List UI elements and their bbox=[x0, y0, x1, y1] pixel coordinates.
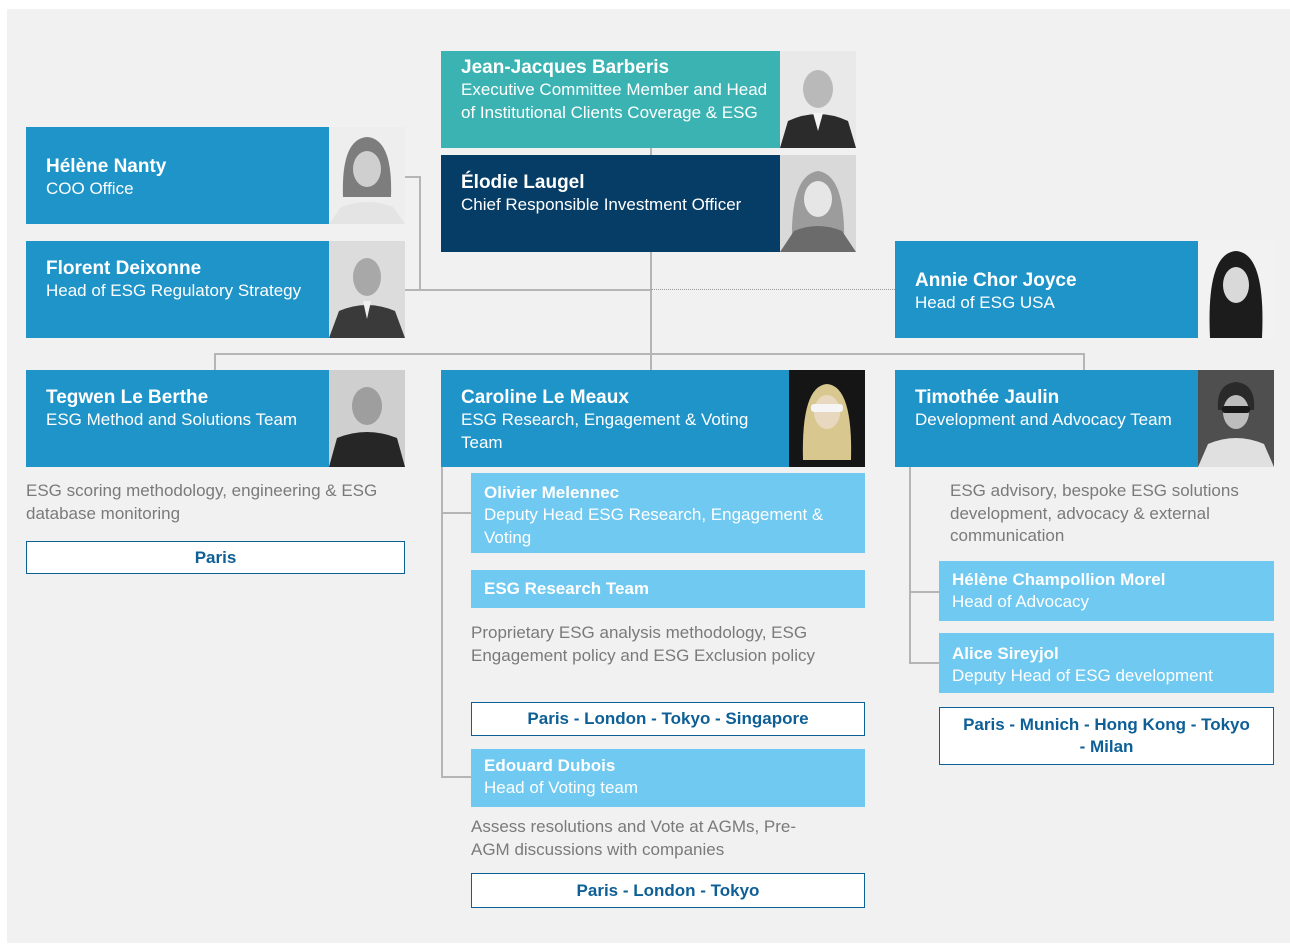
research-deputy-card: Olivier Melennec Deputy Head ESG Researc… bbox=[471, 473, 865, 553]
deputy-role: Deputy Head ESG Research, Engagement & V… bbox=[484, 505, 824, 547]
voting-locations: Paris - London - Tokyo bbox=[471, 873, 865, 908]
advocacy-member-card: Alice Sireyjol Deputy Head of ESG develo… bbox=[939, 633, 1274, 693]
connector-team-advocacy bbox=[1083, 353, 1085, 370]
connector-left-staff-horizontal bbox=[405, 289, 651, 291]
team-lead-name: Tegwen Le Berthe bbox=[46, 387, 209, 408]
member-name: Hélène Champollion Morel bbox=[952, 570, 1166, 589]
advocacy-member-card: Hélène Champollion Morel Head of Advocac… bbox=[939, 561, 1274, 621]
usa-card: Annie Chor Joyce Head of ESG USA bbox=[895, 241, 1274, 338]
member-role: Head of Advocacy bbox=[952, 592, 1090, 611]
connector-research-deputy bbox=[441, 512, 471, 514]
staff-card-regulatory: Florent Deixonne Head of ESG Regulatory … bbox=[26, 241, 405, 338]
team-method-description: ESG scoring methodology, engineering & E… bbox=[26, 481, 378, 523]
connector-team-method bbox=[214, 353, 216, 370]
staff-name: Florent Deixonne bbox=[46, 258, 202, 279]
usa-name: Annie Chor Joyce bbox=[915, 270, 1077, 291]
executive-card: Jean-Jacques Barberis Executive Committe… bbox=[441, 51, 856, 148]
member-name: Alice Sireyjol bbox=[952, 644, 1059, 663]
cio-role: Chief Responsible Investment Officer bbox=[461, 195, 742, 214]
team-card-method: Tegwen Le Berthe ESG Method and Solution… bbox=[26, 370, 405, 467]
connector-exec-cio bbox=[650, 148, 652, 156]
team-lead-photo bbox=[789, 370, 865, 467]
voting-name: Edouard Dubois bbox=[484, 756, 616, 775]
connector-advocacy-member-2 bbox=[909, 662, 939, 664]
staff-name: Hélène Nanty bbox=[46, 156, 167, 177]
voting-description: Assess resolutions and Vote at AGMs, Pre… bbox=[471, 817, 797, 859]
connector-left-staff-top bbox=[405, 176, 420, 178]
team-advocacy-locations: Paris - Munich - Hong Kong - Tokyo - Mil… bbox=[939, 707, 1274, 765]
usa-role: Head of ESG USA bbox=[915, 293, 1055, 312]
team-lead-role: ESG Method and Solutions Team bbox=[46, 410, 298, 429]
staff-role: COO Office bbox=[46, 179, 134, 198]
voting-card: Edouard Dubois Head of Voting team bbox=[471, 749, 865, 807]
team-lead-name: Caroline Le Meaux bbox=[461, 387, 629, 408]
member-role: Deputy Head of ESG development bbox=[952, 666, 1213, 685]
research-team-name: ESG Research Team bbox=[484, 579, 650, 598]
cio-name: Élodie Laugel bbox=[461, 172, 585, 193]
research-team-description: Proprietary ESG analysis methodology, ES… bbox=[471, 623, 815, 665]
team-lead-role: Development and Advocacy Team bbox=[915, 410, 1172, 429]
team-lead-photo bbox=[1198, 370, 1274, 467]
usa-photo bbox=[1198, 241, 1274, 338]
connector-advocacy-vertical bbox=[909, 466, 911, 663]
team-lead-role: ESG Research, Engagement & Voting Team bbox=[461, 410, 749, 452]
connector-usa-dotted bbox=[651, 289, 895, 290]
connector-teams-horizontal bbox=[214, 353, 1084, 355]
connector-research-vertical bbox=[441, 466, 443, 777]
team-card-advocacy: Timothée Jaulin Development and Advocacy… bbox=[895, 370, 1274, 467]
cio-photo bbox=[780, 155, 856, 252]
staff-card-coo: Hélène Nanty COO Office bbox=[26, 127, 405, 224]
connector-advocacy-member-1 bbox=[909, 591, 939, 593]
team-method-locations: Paris bbox=[26, 541, 405, 574]
voting-role: Head of Voting team bbox=[484, 778, 639, 797]
team-lead-photo bbox=[329, 370, 405, 467]
team-lead-name: Timothée Jaulin bbox=[915, 387, 1060, 408]
staff-photo bbox=[329, 127, 405, 224]
executive-photo bbox=[780, 51, 856, 148]
research-team-locations: Paris - London - Tokyo - Singapore bbox=[471, 702, 865, 736]
connector-cio-trunk bbox=[650, 251, 652, 370]
executive-name: Jean-Jacques Barberis bbox=[461, 57, 670, 78]
team-advocacy-description: ESG advisory, bespoke ESG solutions deve… bbox=[950, 481, 1239, 545]
executive-role: Executive Committee Member and Head of I… bbox=[461, 80, 768, 122]
research-team-card: ESG Research Team bbox=[471, 570, 865, 608]
connector-left-staff-vertical bbox=[419, 176, 421, 290]
cio-card: Élodie Laugel Chief Responsible Investme… bbox=[441, 155, 856, 252]
deputy-name: Olivier Melennec bbox=[484, 483, 620, 502]
connector-research-voting bbox=[441, 776, 471, 778]
team-card-research: Caroline Le Meaux ESG Research, Engageme… bbox=[441, 370, 865, 467]
staff-photo bbox=[329, 241, 405, 338]
staff-role: Head of ESG Regulatory Strategy bbox=[46, 281, 302, 300]
